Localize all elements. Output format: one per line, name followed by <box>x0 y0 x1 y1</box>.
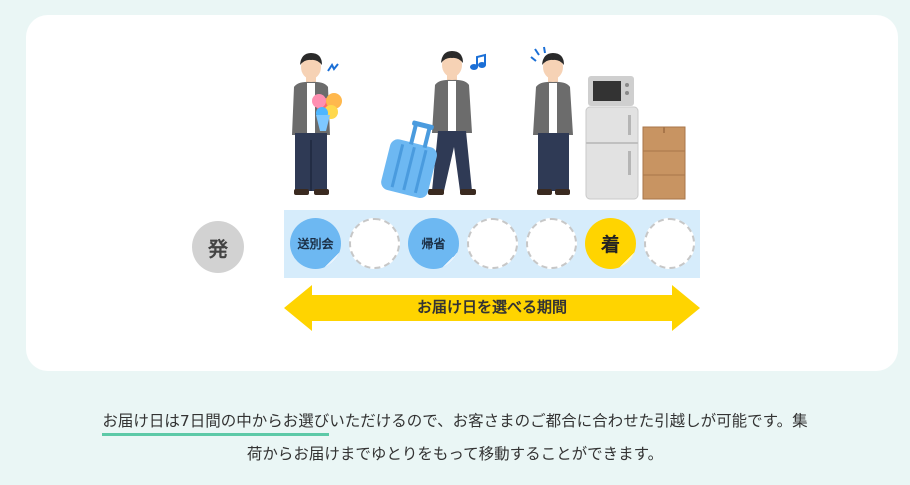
day-slot-empty <box>467 218 518 269</box>
page-curl <box>442 252 458 268</box>
caption-line-1-rest: いただけるので、お客さまのご都合に合わせた引越しが可能です。集 <box>329 412 808 430</box>
page-curl <box>324 252 340 268</box>
day-slot-farewell-party: 送別会 <box>290 218 341 269</box>
person-with-bouquet-icon <box>292 53 342 195</box>
calendar-track: 送別会 帰省 着 <box>284 210 700 278</box>
description-text: お届け日は7日間の中からお選びいただけるので、お客さまのご都合に合わせた引越しが… <box>0 405 910 471</box>
delivery-period-card: 発 送別会 帰省 着 お届け日を選べる期間 <box>26 15 898 371</box>
double-arrow-icon <box>284 285 700 331</box>
day-slot-empty <box>349 218 400 269</box>
day-slot-label: 帰省 <box>421 237 446 251</box>
day-slot-label: 送別会 <box>297 237 334 251</box>
person-with-appliances-icon <box>530 46 686 200</box>
departure-badge: 発 <box>192 221 244 273</box>
day-slot-arrival: 着 <box>585 218 636 269</box>
caption-line-1: お届け日は7日間の中からお選びいただけるので、お客さまのご都合に合わせた引越しが… <box>0 405 910 438</box>
highlighted-text: お届け日は7日間の中からお選び <box>102 412 330 436</box>
moving-scene-illustration <box>292 46 686 200</box>
person-with-suitcase-icon <box>381 51 486 198</box>
page-curl <box>619 252 635 268</box>
caption-line-2: 荷からお届けまでゆとりをもって移動することができます。 <box>246 445 664 463</box>
day-slot-empty <box>644 218 695 269</box>
selectable-period-label: お届け日を選べる期間 <box>416 298 567 316</box>
day-slot-homecoming: 帰省 <box>408 218 459 269</box>
day-slot-empty <box>526 218 577 269</box>
arrival-label: 着 <box>600 234 620 256</box>
music-note-icon <box>470 53 486 70</box>
